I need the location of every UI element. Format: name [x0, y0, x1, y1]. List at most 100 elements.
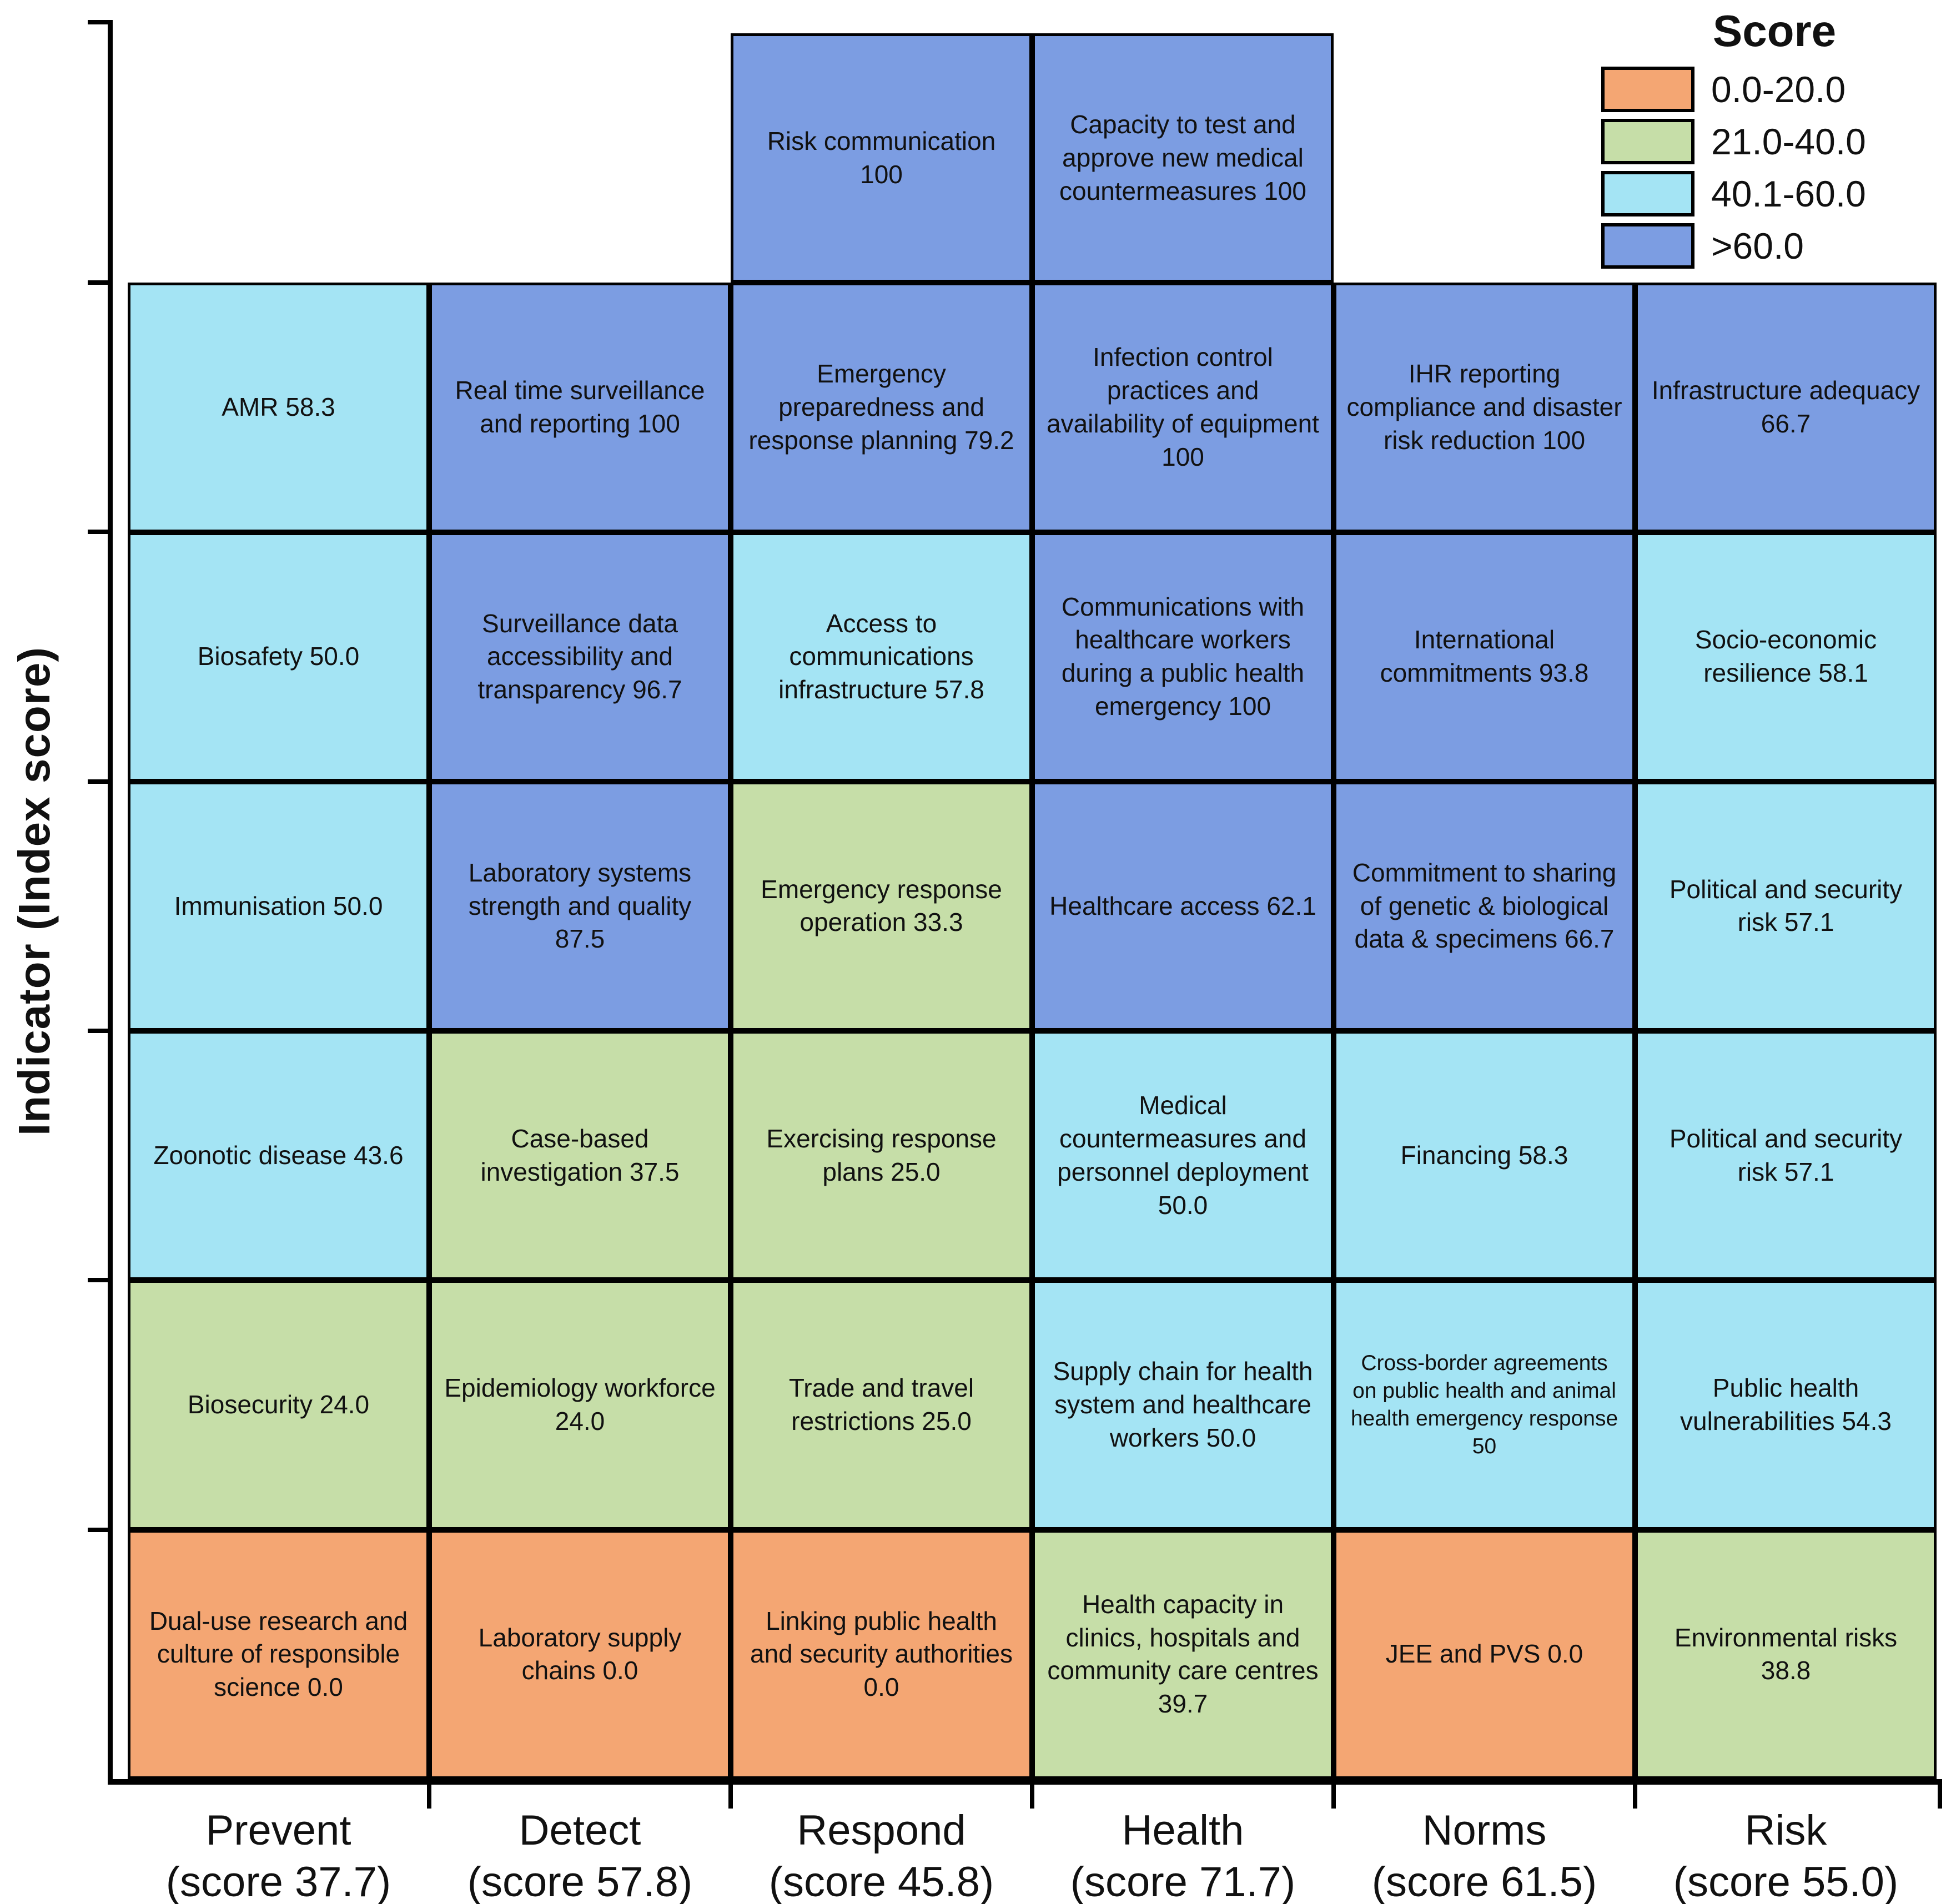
x-axis-tick [1938, 1781, 1942, 1809]
heatmap-cell-label: Communications with healthcare workers d… [1061, 592, 1305, 721]
heatmap-cell: Laboratory supply chains 0.0 [429, 1529, 731, 1779]
heatmap-cell-label: Surveillance data accessibility and tran… [477, 608, 682, 704]
heatmap-cell: Healthcare access 62.1 [1032, 781, 1334, 1031]
heatmap-cell: Supply chain for health system and healt… [1032, 1280, 1334, 1530]
heatmap-cell-label: Dual-use research and culture of respons… [149, 1606, 408, 1702]
heatmap-cell-label: AMR 58.3 [222, 392, 335, 422]
x-label-respond: Respond (score 45.8) [731, 1805, 1032, 1904]
heatmap-cell-label: Infrastructure adequacy 66.7 [1651, 376, 1920, 438]
heatmap-cell-label: Political and security risk 57.1 [1669, 1124, 1903, 1186]
y-axis-tick [88, 280, 110, 285]
empty-cell [429, 33, 731, 283]
heatmap-cell-label: Emergency preparedness and response plan… [748, 359, 1014, 455]
category-score: (score 45.8) [768, 1858, 994, 1904]
heatmap-cell: Infection control practices and availabi… [1032, 283, 1334, 532]
heatmap-cell: Surveillance data accessibility and tran… [429, 532, 731, 782]
heatmap-cell: Trade and travel restrictions 25.0 [731, 1280, 1032, 1530]
category-name: Prevent [205, 1807, 351, 1854]
y-axis-tick [88, 20, 110, 24]
x-axis-tick [1030, 1781, 1034, 1809]
heatmap-cell-label: Zoonotic disease 43.6 [153, 1140, 404, 1170]
heatmap-cell: Biosecurity 24.0 [128, 1280, 429, 1530]
heatmap-cell-label: Financing 58.3 [1400, 1140, 1568, 1170]
heatmap-cell: Commitment to sharing of genetic & biolo… [1334, 781, 1635, 1031]
x-axis-tick [427, 1781, 431, 1809]
heatmap-cell-label: Supply chain for health system and healt… [1053, 1357, 1313, 1452]
heatmap-cell-label: Laboratory systems strength and quality … [468, 858, 692, 954]
legend-entry: 40.1-60.0 [1601, 171, 1948, 216]
heatmap-cell: Political and security risk 57.1 [1635, 1031, 1937, 1281]
category-name: Risk [1744, 1807, 1827, 1854]
x-axis-tick [1331, 1781, 1336, 1809]
heatmap-cell: Immunisation 50.0 [128, 781, 429, 1031]
legend-title: Score [1712, 6, 1837, 56]
empty-cell [128, 33, 429, 283]
legend-swatch-40-60 [1601, 171, 1694, 216]
heatmap-cell: IHR reporting compliance and disaster ri… [1334, 283, 1635, 532]
heatmap-cell: Case-based investigation 37.5 [429, 1031, 731, 1281]
heatmap-cell: Cross-border agreements on public health… [1334, 1280, 1635, 1530]
legend-entry: 0.0-20.0 [1601, 67, 1948, 112]
heatmap-cell: Emergency response operation 33.3 [731, 781, 1032, 1031]
legend-entry: >60.0 [1601, 223, 1948, 269]
heatmap-cell-label: Biosafety 50.0 [197, 642, 360, 671]
heatmap-cell-label: Immunisation 50.0 [174, 891, 383, 920]
heatmap-cell-label: Healthcare access 62.1 [1049, 891, 1316, 920]
legend-swatch-0-20 [1601, 67, 1694, 112]
x-label-health: Health (score 71.7) [1032, 1805, 1334, 1904]
heatmap-cell-label: Medical countermeasures and personnel de… [1057, 1091, 1309, 1220]
heatmap-cell: Communications with healthcare workers d… [1032, 532, 1334, 782]
heatmap-cell-label: Access to communications infrastructure … [778, 608, 984, 704]
heatmap-cell-label: Infection control practices and availabi… [1047, 342, 1319, 471]
heatmap-cell-label: International commitments 93.8 [1380, 625, 1589, 688]
heatmap-cell: Biosafety 50.0 [128, 532, 429, 782]
heatmap-cell: Real time surveillance and reporting 100 [429, 283, 731, 532]
x-axis-labels: Prevent (score 37.7) Detect (score 57.8)… [128, 1805, 1937, 1904]
heatmap-cell: Epidemiology workforce 24.0 [429, 1280, 731, 1530]
heatmap-cell-label: Capacity to test and approve new medical… [1059, 109, 1306, 205]
heatmap-cell: Medical countermeasures and personnel de… [1032, 1031, 1334, 1281]
category-score: (score 71.7) [1070, 1858, 1296, 1904]
heatmap-cell-label: Environmental risks 38.8 [1674, 1623, 1898, 1685]
legend-swatch-over-60 [1601, 223, 1694, 269]
empty-cell [1334, 33, 1635, 283]
heatmap-cell: Infrastructure adequacy 66.7 [1635, 283, 1937, 532]
heatmap-cell-label: Public health vulnerabilities 54.3 [1680, 1373, 1892, 1436]
y-axis-tick [88, 1528, 110, 1532]
heatmap-cell-label: Commitment to sharing of genetic & biolo… [1352, 858, 1617, 954]
heatmap-cell-label: Risk communication 100 [767, 126, 996, 189]
heatmap-cell: Dual-use research and culture of respons… [128, 1529, 429, 1779]
heatmap-cell-label: Epidemiology workforce 24.0 [444, 1373, 716, 1436]
heatmap-cell-label: Real time surveillance and reporting 100 [455, 376, 705, 438]
category-score: (score 57.8) [467, 1858, 693, 1904]
legend-label: >60.0 [1711, 225, 1804, 266]
heatmap-cell-label: JEE and PVS 0.0 [1385, 1639, 1583, 1669]
x-label-norms: Norms (score 61.5) [1334, 1805, 1635, 1904]
heatmap-cell-label: IHR reporting compliance and disaster ri… [1346, 359, 1622, 455]
heatmap-cell: Health capacity in clinics, hospitals an… [1032, 1529, 1334, 1779]
heatmap-cell-label: Trade and travel restrictions 25.0 [788, 1373, 974, 1436]
legend-label: 40.1-60.0 [1711, 173, 1866, 214]
legend-label: 21.0-40.0 [1711, 121, 1866, 162]
heatmap-cell: Socio-economic resilience 58.1 [1635, 532, 1937, 782]
y-axis-tick [88, 779, 110, 784]
x-label-risk: Risk (score 55.0) [1635, 1805, 1937, 1904]
heatmap-cell: Emergency preparedness and response plan… [731, 283, 1032, 532]
x-label-detect: Detect (score 57.8) [429, 1805, 731, 1904]
heatmap-cell: Linking public health and security autho… [731, 1529, 1032, 1779]
heatmap-cell: Exercising response plans 25.0 [731, 1031, 1032, 1281]
y-axis-tick [88, 530, 110, 534]
heatmap-cell: Public health vulnerabilities 54.3 [1635, 1280, 1937, 1530]
heatmap-cell: Access to communications infrastructure … [731, 532, 1032, 782]
category-score: (score 55.0) [1673, 1858, 1899, 1904]
category-score: (score 37.7) [165, 1858, 391, 1904]
heatmap-cell: JEE and PVS 0.0 [1334, 1529, 1635, 1779]
category-name: Norms [1422, 1807, 1547, 1854]
y-axis-tick [88, 1029, 110, 1033]
heatmap-cell-label: Laboratory supply chains 0.0 [478, 1623, 682, 1685]
y-axis-line [108, 20, 113, 1785]
heatmap-cell-label: Exercising response plans 25.0 [766, 1124, 997, 1186]
heatmap-cell: Risk communication 100 [731, 33, 1032, 283]
y-axis-title: Indicator (Index score) [9, 647, 59, 1136]
